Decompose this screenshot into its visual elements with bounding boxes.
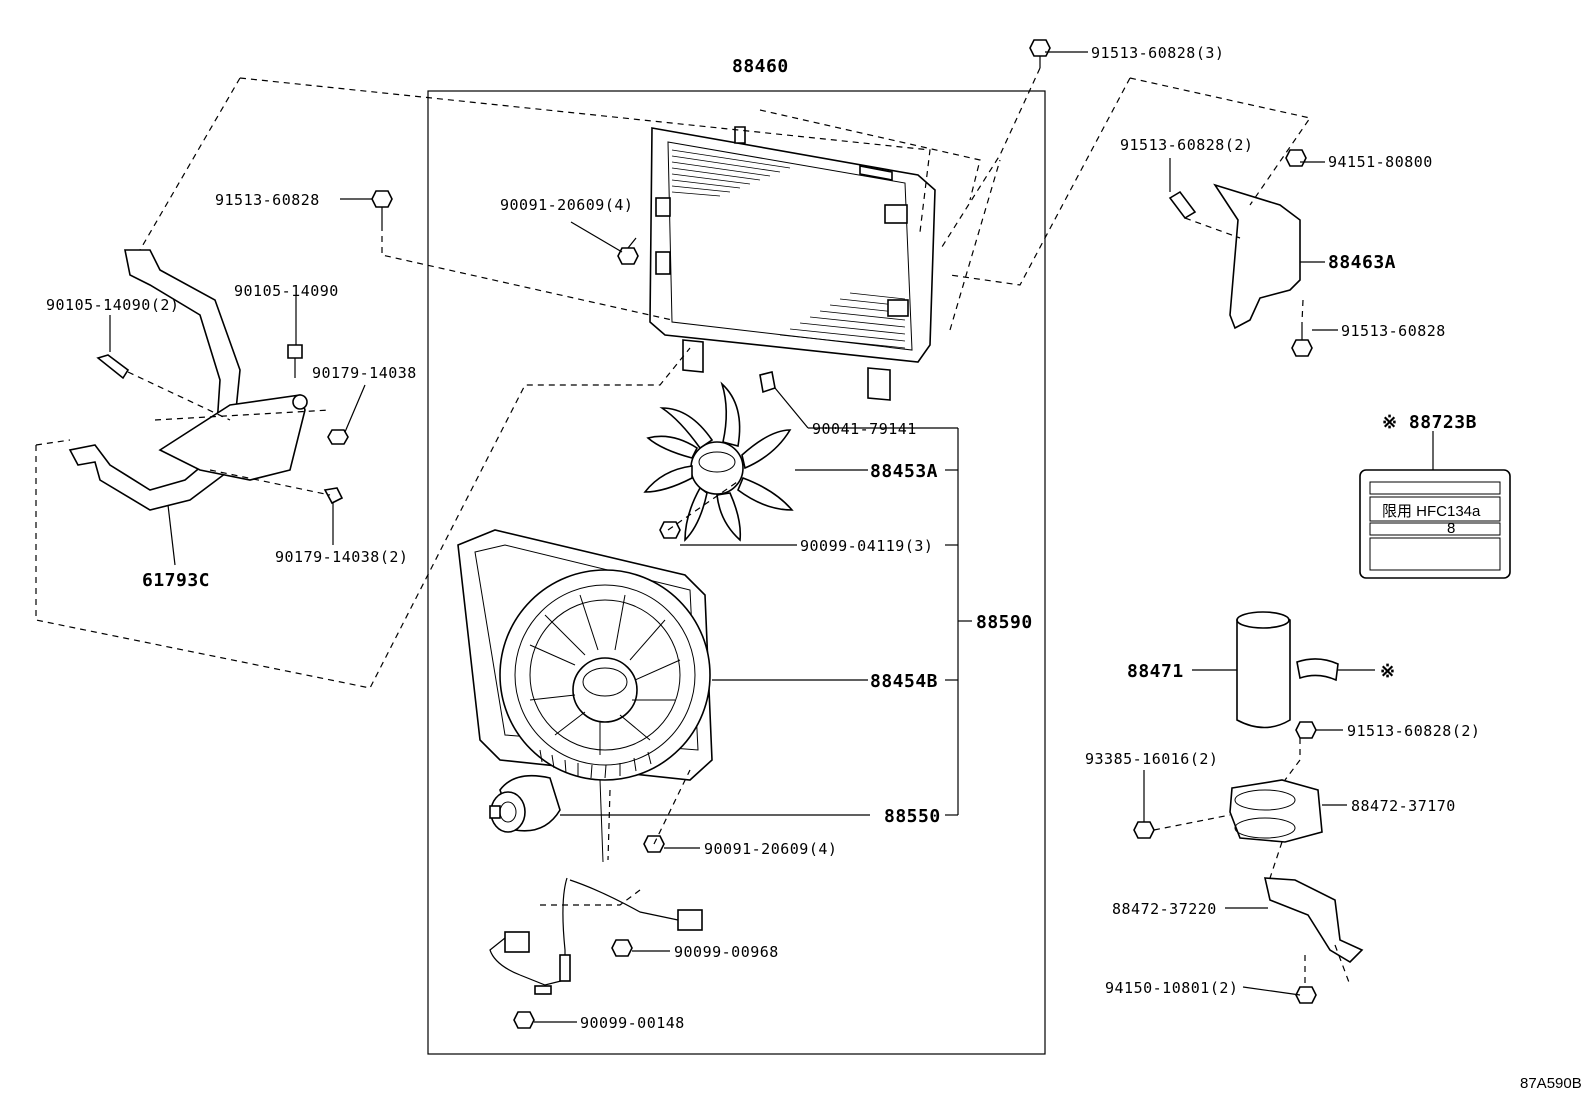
fan-blade — [643, 371, 794, 542]
bracket-88463a — [1168, 149, 1313, 357]
label-90091-20609-4-bot: 90091-20609(4) — [704, 840, 837, 858]
label-88590: 88590 — [976, 612, 1033, 633]
label-91513-60828-2-top: 91513-60828(2) — [1120, 136, 1253, 154]
label-88472-37170: 88472-37170 — [1351, 797, 1456, 815]
label-88471: 88471 — [1127, 661, 1184, 682]
dashed-leader-lines — [35, 67, 1351, 987]
wire-harness — [489, 779, 703, 995]
label-88550: 88550 — [884, 806, 941, 827]
label-91513-60828-left: 91513-60828 — [215, 191, 320, 209]
assembly-88460-frame — [427, 90, 1046, 1055]
label-90099-00968: 90099-00968 — [674, 943, 779, 961]
label-90179-14038: 90179-14038 — [312, 364, 417, 382]
label-88453a: 88453A — [870, 461, 938, 482]
drier-bracket — [1133, 779, 1364, 1004]
bracket-61793c — [68, 249, 349, 511]
leader-lines — [109, 51, 1434, 1023]
receiver-drier-88471 — [1236, 611, 1339, 739]
label-91513-60828-right: 91513-60828 — [1341, 322, 1446, 340]
condenser — [649, 126, 936, 401]
label-88463a: 88463A — [1328, 252, 1396, 273]
fan-shroud — [457, 529, 713, 781]
diagram-code: 87A590B — [1520, 1075, 1582, 1092]
label-plate-88723b — [1359, 469, 1511, 579]
label-90041-79141: 90041-79141 — [812, 420, 917, 438]
fan-motor — [489, 774, 561, 833]
label-94150-10801-2: 94150-10801(2) — [1105, 979, 1238, 997]
label-88723b: ※ 88723B — [1382, 412, 1477, 433]
label-93385-16016-2: 93385-16016(2) — [1085, 750, 1218, 768]
label-61793c: 61793C — [142, 570, 210, 591]
label-90105-14090: 90105-14090 — [234, 282, 339, 300]
label-90099-00148: 90099-00148 — [580, 1014, 685, 1032]
label-asterisk: ※ — [1380, 661, 1396, 682]
label-90099-04119-3: 90099-04119(3) — [800, 537, 933, 555]
label-90105-14090-2: 90105-14090(2) — [46, 296, 179, 314]
label-plate-line1: 限用 HFC134a — [1382, 503, 1481, 520]
label-90091-20609-4-top: 90091-20609(4) — [500, 196, 633, 214]
label-90179-14038-2: 90179-14038(2) — [275, 548, 408, 566]
label-88454b: 88454B — [870, 671, 938, 692]
label-91513-60828-3: 91513-60828(3) — [1091, 44, 1224, 62]
label-88472-37220: 88472-37220 — [1112, 900, 1217, 918]
bolts-main — [371, 39, 1051, 1029]
label-91513-60828-2-bot: 91513-60828(2) — [1347, 722, 1480, 740]
label-88460: 88460 — [732, 56, 789, 77]
label-94151-80800: 94151-80800 — [1328, 153, 1433, 171]
label-plate-line2: 8 — [1447, 520, 1455, 537]
